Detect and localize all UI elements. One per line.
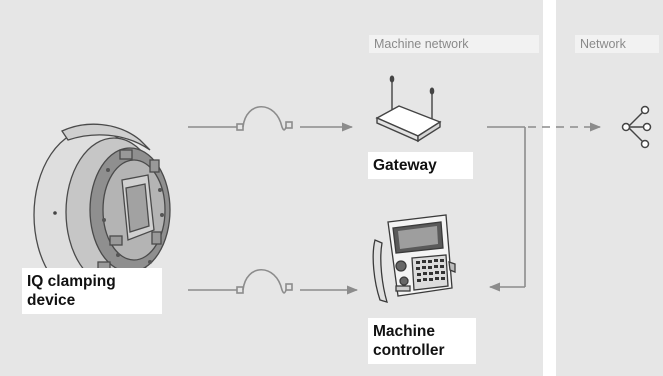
gateway-controller-link (487, 122, 602, 292)
gateway-label: Gateway (368, 152, 473, 179)
network-label: Network (575, 35, 659, 53)
cable-to-controller (188, 268, 359, 295)
network-share-icon (621, 105, 652, 149)
cable-to-gateway (188, 105, 354, 132)
controller-panel-icon (372, 214, 456, 303)
cable-icon (242, 268, 288, 294)
clamping-device-icon (33, 123, 171, 302)
cable-icon (242, 105, 288, 131)
machine-controller-label: Machine controller (368, 318, 476, 364)
gateway-router-icon (375, 75, 442, 143)
machine-network-label: Machine network (369, 35, 539, 53)
network-zone (556, 0, 663, 376)
clamping-device-label: IQ clamping device (22, 268, 162, 314)
